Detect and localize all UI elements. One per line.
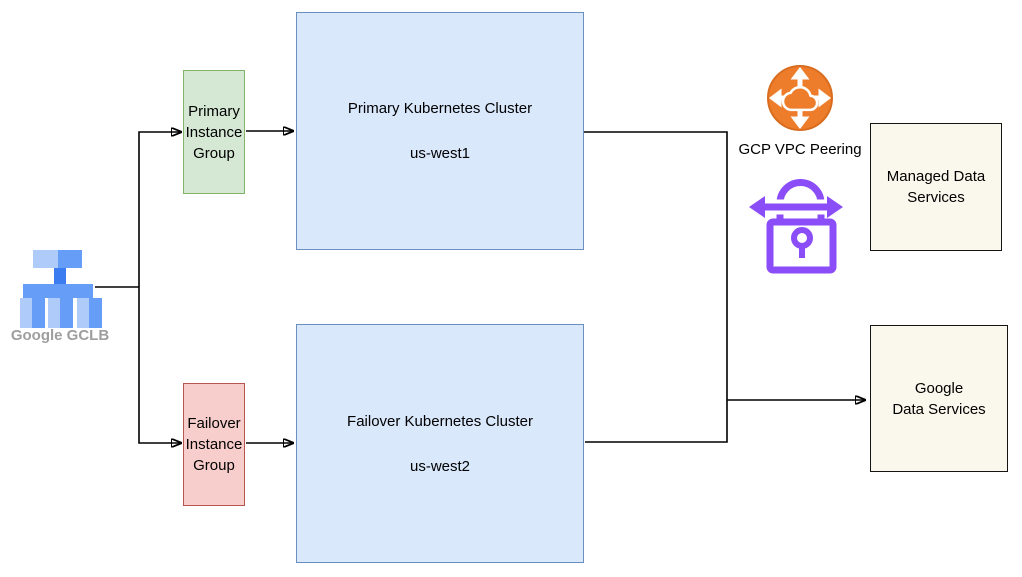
primary-cluster-title: Primary Kubernetes Cluster — [347, 100, 533, 117]
load-balancer-icon — [20, 250, 102, 328]
connector-split-to-primary-ig — [138, 132, 181, 287]
primary-instance-group-node: Primary Instance Group — [183, 70, 245, 194]
vpc-peering-icon — [767, 65, 833, 131]
google-data-services-node: Google Data Services — [870, 325, 1008, 472]
lock-double-arrow-icon — [749, 179, 843, 274]
failover-cluster-title: Failover Kubernetes Cluster — [347, 412, 533, 430]
failover-cluster-region: us-west2 — [409, 457, 471, 475]
connector-clusters-bus — [584, 131, 728, 443]
primary-cluster-region: us-west1 — [409, 145, 471, 162]
failover-cluster-node: Failover Kubernetes Cluster us-west2 — [296, 324, 584, 563]
gclb-label: Google GCLB — [10, 327, 110, 344]
vpc-peering-label: GCP VPC Peering — [738, 141, 862, 158]
primary-cluster-node: Primary Kubernetes Cluster us-west1 — [296, 12, 584, 250]
connector-split-to-failover-ig — [138, 287, 181, 443]
failover-instance-group-node: Failover Instance Group — [183, 383, 245, 506]
managed-data-services-node: Managed Data Services — [870, 123, 1002, 251]
